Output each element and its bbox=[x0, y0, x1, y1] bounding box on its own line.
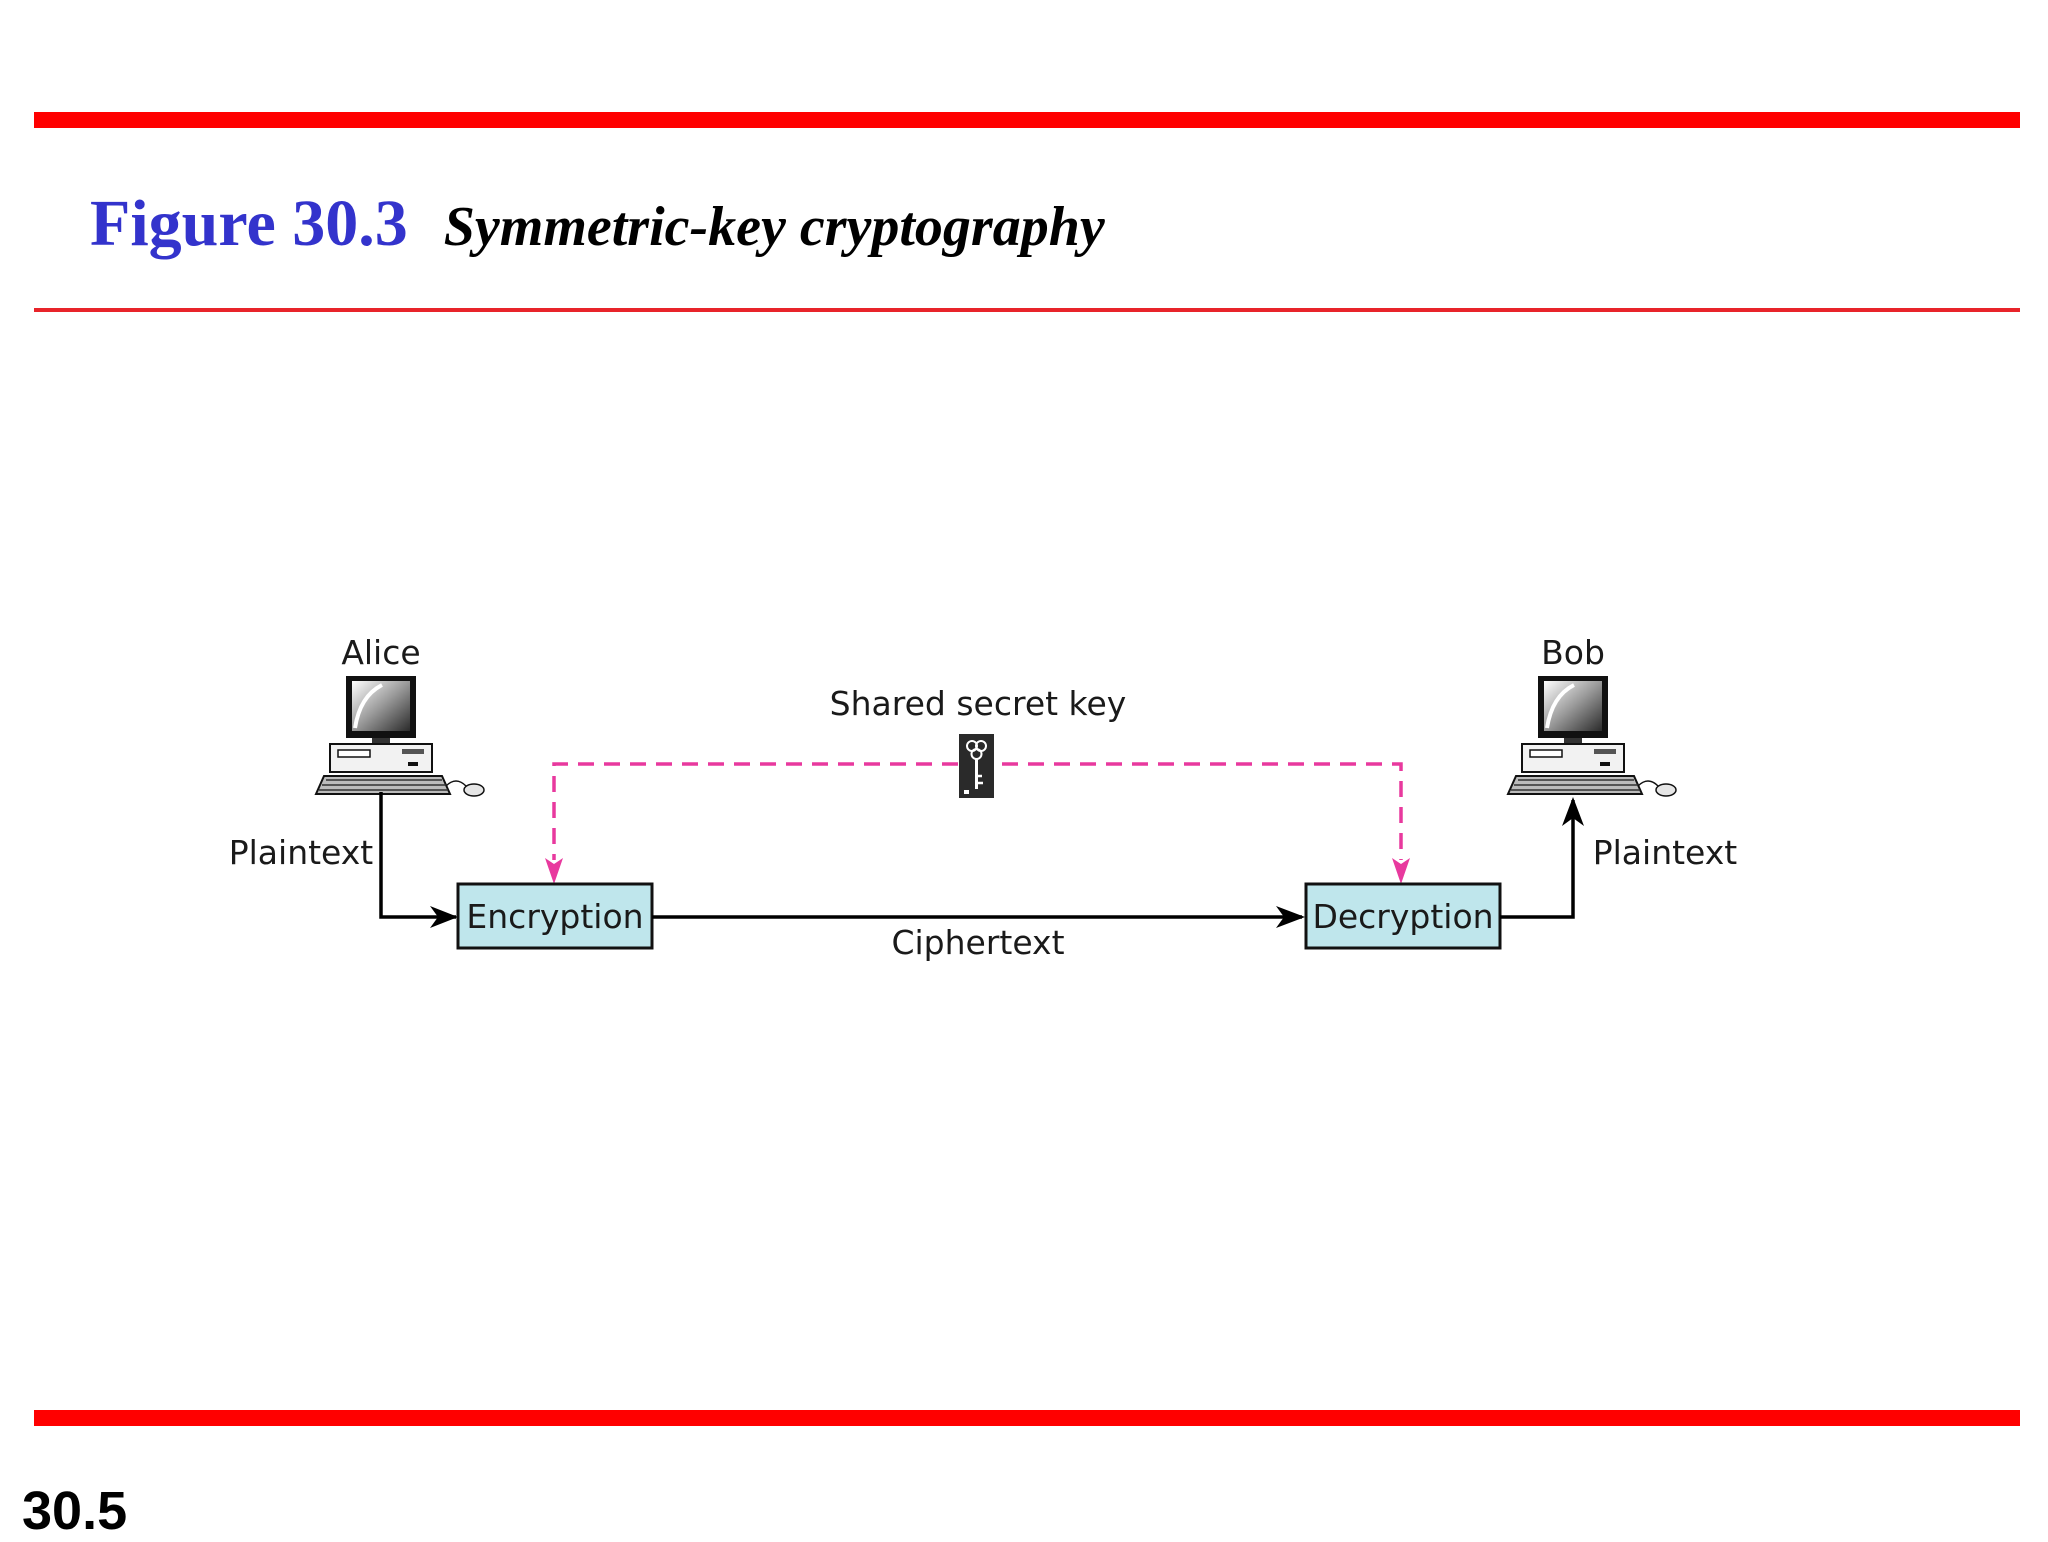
plaintext-arrow-left bbox=[379, 792, 456, 919]
encryption-box: Encryption bbox=[456, 882, 654, 950]
key-icon bbox=[959, 734, 994, 798]
key-arrowhead-right bbox=[1392, 858, 1410, 884]
plaintext-right-label: Plaintext bbox=[1593, 833, 1738, 872]
alice-label: Alice bbox=[341, 633, 420, 672]
page-number: 30.5 bbox=[22, 1481, 128, 1541]
ciphertext-label: Ciphertext bbox=[891, 923, 1064, 962]
alice-computer-icon bbox=[314, 674, 486, 798]
shared-key-label: Shared secret key bbox=[830, 684, 1127, 723]
decryption-box: Decryption bbox=[1304, 882, 1502, 950]
figure-number: Figure 30.3 bbox=[90, 187, 408, 260]
title-underline-rule bbox=[34, 308, 2020, 312]
plaintext-arrow-right bbox=[1500, 800, 1575, 919]
bob-computer-icon bbox=[1506, 674, 1678, 798]
slide-title: Figure 30.3 Symmetric-key cryptography bbox=[90, 186, 1105, 276]
decryption-label: Decryption bbox=[1312, 897, 1493, 936]
plaintext-left-label: Plaintext bbox=[229, 833, 374, 872]
figure-caption: Symmetric-key cryptography bbox=[443, 196, 1105, 258]
top-red-rule bbox=[34, 112, 2020, 128]
bob-label: Bob bbox=[1541, 633, 1605, 672]
encryption-label: Encryption bbox=[466, 897, 643, 936]
shared-key-path bbox=[552, 762, 1403, 860]
bottom-red-rule bbox=[34, 1410, 2020, 1426]
key-arrowhead-left bbox=[545, 858, 563, 884]
